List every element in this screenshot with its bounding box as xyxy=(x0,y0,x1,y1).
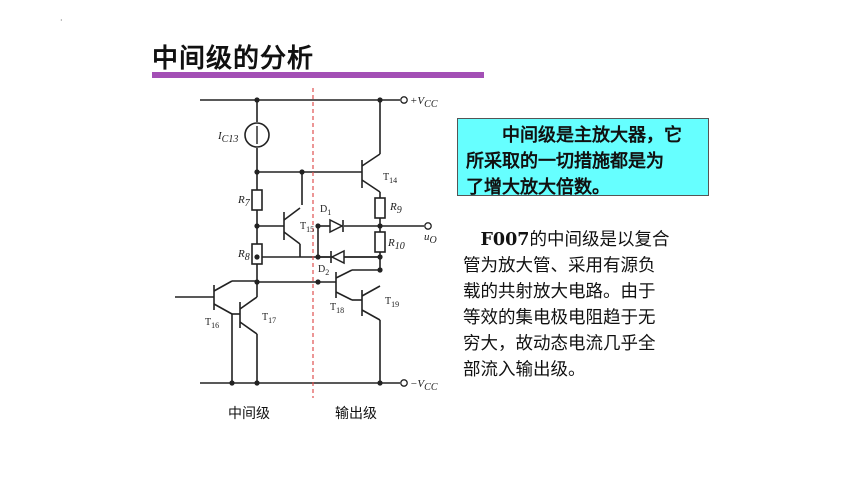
output-terminal-icon xyxy=(424,222,432,230)
resistor-r8-icon xyxy=(251,243,263,265)
t17-label: T17 xyxy=(262,312,276,325)
t15-label: T15 xyxy=(300,221,314,234)
vcc-pos-terminal-icon xyxy=(400,96,408,104)
resistor-r9-icon xyxy=(374,197,386,219)
d1-label: D1 xyxy=(320,204,331,217)
description-lead-rest: 的中间级是以复合 xyxy=(529,230,670,250)
t19-label: T19 xyxy=(385,296,399,309)
r9-label: R9 xyxy=(389,201,402,216)
description-line-5: 穷大，故动态电流几乎全 xyxy=(463,334,656,354)
corner-dot: · xyxy=(60,16,63,25)
junction-dots xyxy=(229,97,383,386)
t18-label: T18 xyxy=(330,302,344,315)
callout-box: 中间级是主放大器，它 所采取的一切措施都是为 了增大放大倍数。 xyxy=(457,118,709,198)
output-label: uO xyxy=(424,231,437,246)
description-line-4: 等效的集电极电阻趋于无 xyxy=(463,308,656,328)
d2-label: D2 xyxy=(318,264,329,277)
callout-line-3: 了增大放大倍数。 xyxy=(466,177,610,198)
description-line-3: 载的共射放大电路。由于 xyxy=(463,282,656,302)
slide-title: 中间级的分析 xyxy=(152,44,315,74)
callout-line-2: 所采取的一切措施都是为 xyxy=(466,151,664,172)
stage-label-output: 输出级 xyxy=(335,406,377,422)
resistor-r7-icon xyxy=(251,189,263,211)
diode-d2-icon xyxy=(330,249,345,265)
circuit-wires xyxy=(175,99,424,384)
vcc-neg-label: −VCC xyxy=(410,378,438,393)
description-line-1: F007的中间级是以复合 xyxy=(463,227,705,253)
t16-label: T16 xyxy=(205,317,219,330)
resistor-r10-icon xyxy=(374,231,386,253)
description-line-6: 部流入输出级。 xyxy=(463,360,586,380)
r7-label: R7 xyxy=(237,194,251,209)
vcc-pos-label: +VCC xyxy=(410,95,438,110)
vcc-neg-terminal-icon xyxy=(400,379,408,387)
diode-d1-icon xyxy=(329,218,344,234)
r10-label: R10 xyxy=(387,237,405,252)
r8-label: R8 xyxy=(237,248,250,263)
ic13-label: IC13 xyxy=(217,130,238,145)
description-line-2: 管为放大管、采用有源负 xyxy=(463,256,656,276)
description-text: F007的中间级是以复合 管为放大管、采用有源负 载的共射放大电路。由于 等效的… xyxy=(463,227,705,383)
t14-label: T14 xyxy=(383,172,397,185)
description-lead-bold: F007 xyxy=(480,230,530,250)
title-underline xyxy=(152,72,484,78)
callout-line-1: 中间级是主放大器，它 xyxy=(502,125,682,146)
stage-label-middle: 中间级 xyxy=(228,406,270,422)
